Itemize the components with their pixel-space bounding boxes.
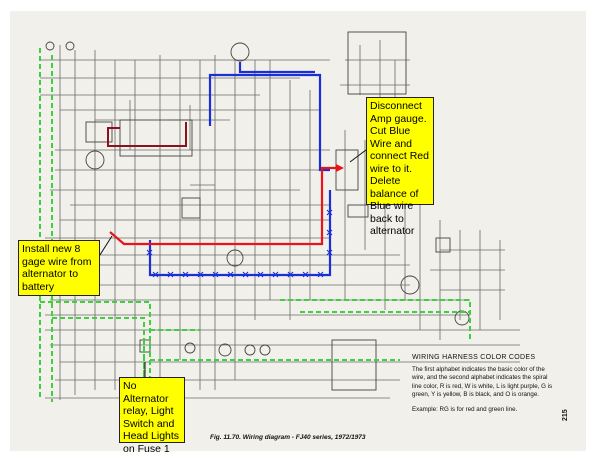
regulator (85, 121, 113, 143)
diagram-sheet (10, 11, 586, 451)
fuse-block-red-wiring (107, 122, 187, 147)
temp-sender (259, 344, 271, 356)
callout-disconnect-amp-gauge: Disconnect Amp gauge. Cut Blue Wire and … (366, 97, 434, 237)
connector (435, 237, 451, 253)
combination-meter (331, 339, 377, 391)
ignition-switch (230, 42, 250, 62)
components (45, 31, 470, 391)
callout-no-alternator-relay: No Alternator relay, Light Switch and He… (119, 377, 185, 455)
lamp (400, 275, 420, 295)
wiper-motor (226, 249, 244, 267)
switch (347, 204, 369, 218)
figure-caption: Fig. 11.70. Wiring diagram - FJ40 series… (210, 434, 366, 441)
red-wire-arrowhead (336, 164, 344, 172)
lamp-rear (454, 310, 470, 326)
harness-codes-title: WIRING HARNESS COLOR CODES (412, 354, 536, 361)
sender (184, 342, 196, 354)
green-dashed-wires (39, 48, 471, 420)
horn (85, 150, 105, 170)
connector-block (181, 197, 201, 219)
harness-codes-example: Example: RG is for red and green line. (412, 406, 518, 413)
headlight-right (65, 41, 75, 51)
schematic-wires (40, 40, 520, 400)
headlight-left (45, 41, 55, 51)
blue-wire-cut-marks (146, 209, 333, 278)
fuel-sender (244, 344, 256, 356)
component-legend (506, 92, 568, 125)
relay-block (347, 31, 407, 95)
callout-install-8-gage-wire: Install new 8 gage wire from alternator … (18, 240, 100, 296)
gauge (218, 343, 232, 357)
page-number: 215 (562, 409, 569, 421)
fuse-block (119, 119, 193, 157)
new-red-wire (109, 166, 340, 246)
harness-codes-paragraph: The first alphabet indicates the basic c… (412, 366, 553, 398)
